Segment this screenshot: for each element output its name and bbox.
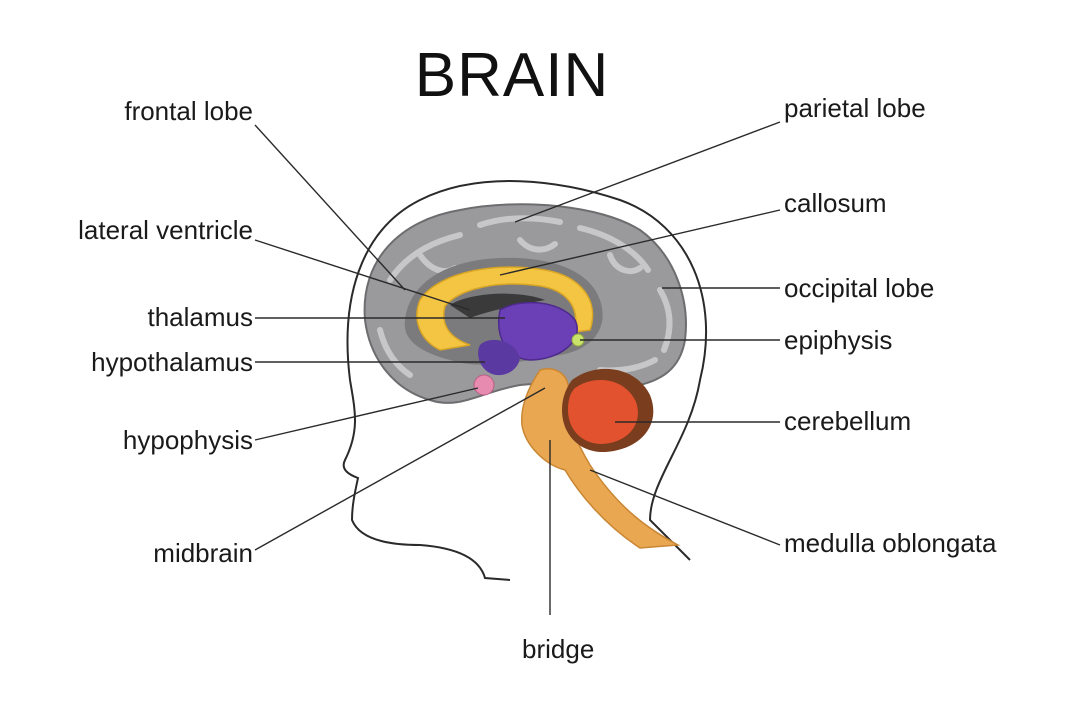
label-hypophysis: hypophysis — [123, 425, 253, 455]
label-callosum: callosum — [784, 188, 887, 218]
hypophysis — [474, 375, 494, 395]
label-medulla-oblongata: medulla oblongata — [784, 528, 997, 558]
label-bridge: bridge — [522, 634, 594, 664]
label-occipital-lobe: occipital lobe — [784, 273, 934, 303]
label-lateral-ventricle: lateral ventricle — [78, 215, 253, 245]
label-cerebellum: cerebellum — [784, 406, 911, 436]
label-frontal-lobe: frontal lobe — [124, 96, 253, 126]
label-hypothalamus: hypothalamus — [91, 347, 253, 377]
label-thalamus: thalamus — [148, 302, 254, 332]
label-midbrain: midbrain — [153, 538, 253, 568]
label-parietal-lobe: parietal lobe — [784, 93, 926, 123]
label-epiphysis: epiphysis — [784, 325, 892, 355]
